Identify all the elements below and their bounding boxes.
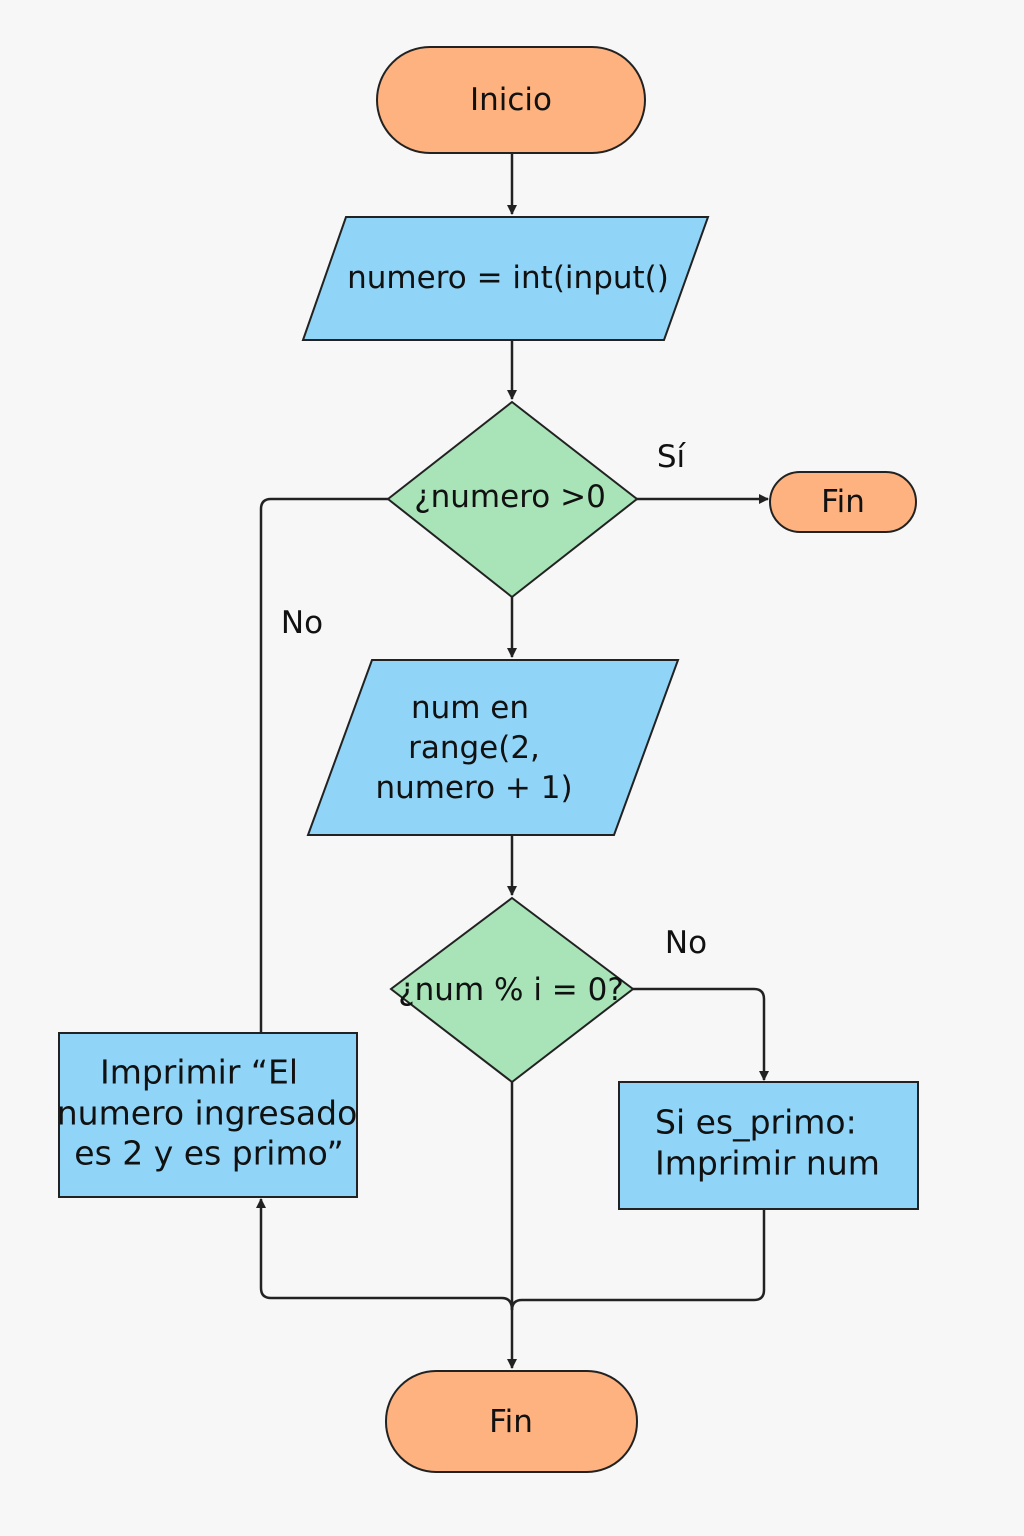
- terminal-shape: [385, 1370, 638, 1473]
- end-top-label: Fin: [821, 484, 865, 520]
- node-print-prime-two: Imprimir “El numero ingresado es 2 y es …: [57, 1032, 358, 1198]
- print-if-prime-line-1: Si es_primo:: [655, 1103, 857, 1142]
- node-input: numero = int(input(): [301, 216, 710, 341]
- range-line-3: numero + 1): [375, 770, 572, 806]
- terminal-shape: [376, 46, 646, 154]
- print-two-line-1: Imprimir “El: [100, 1053, 298, 1092]
- node-end-bottom: Fin: [385, 1370, 638, 1473]
- range-line-2: range(2,: [408, 730, 540, 766]
- decision-positive-label: ¿numero >0: [414, 479, 606, 515]
- process-box-shape: [618, 1081, 919, 1210]
- node-start: Inicio: [376, 46, 646, 154]
- terminal-shape: [769, 471, 917, 533]
- edge-label-no-left: No: [281, 605, 323, 641]
- print-if-prime-line-2: Imprimir num: [655, 1144, 880, 1183]
- edge-print-if-prime-to-merge: [510, 1209, 766, 1311]
- print-two-line-2: numero ingresado: [57, 1094, 358, 1133]
- io-parallelogram-shape: [301, 216, 710, 341]
- end-bottom-label: Fin: [489, 1404, 533, 1440]
- range-line-1: num en: [411, 690, 529, 726]
- print-two-line-3: es 2 y es primo”: [74, 1134, 343, 1173]
- start-label: Inicio: [470, 82, 552, 118]
- edge-mod-no-to-print-if-prime: [633, 987, 769, 1081]
- process-box-shape: [58, 1032, 358, 1198]
- decision-diamond-shape: [389, 896, 635, 1084]
- edge-label-yes: Sí: [657, 439, 687, 475]
- node-print-if-prime: Si es_primo: Imprimir num: [618, 1081, 919, 1210]
- decision-diamond-shape: [386, 400, 639, 599]
- edge-merge-to-print-two: [256, 1198, 514, 1311]
- edges: [256, 153, 769, 1369]
- node-end-top: Fin: [769, 471, 917, 533]
- node-decision-positive: ¿numero >0: [386, 400, 639, 599]
- edge-label-no-right: No: [665, 925, 707, 961]
- node-range-loop: num en range(2, numero + 1): [306, 659, 680, 836]
- input-label: numero = int(input(): [347, 260, 669, 296]
- node-decision-mod: ¿num % i = 0?: [389, 896, 635, 1084]
- io-parallelogram-shape: [306, 659, 680, 836]
- edge-decision-no-to-print-two: [259, 497, 388, 1033]
- decision-mod-label: ¿num % i = 0?: [398, 972, 624, 1008]
